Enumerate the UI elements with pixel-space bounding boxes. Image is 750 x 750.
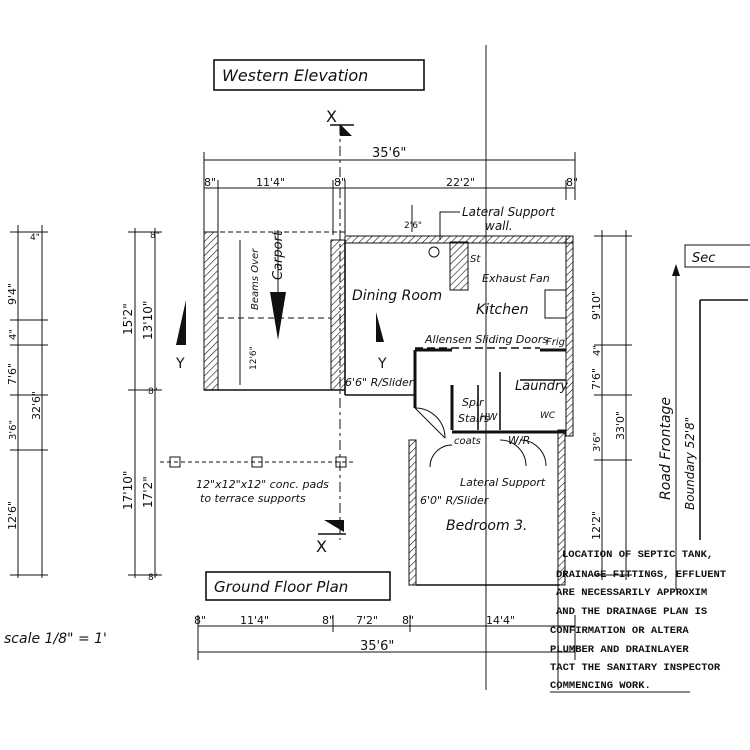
svg-text:17'10": 17'10": [121, 471, 135, 510]
svg-text:35'6": 35'6": [360, 639, 394, 654]
svg-text:8": 8": [566, 176, 578, 189]
dimension-bottom: 8" 11'4" 8" 7'2" 8" 14'4" 35'6": [194, 614, 576, 660]
svg-text:wall.: wall.: [485, 219, 513, 233]
section-marker-x-bottom: X: [316, 520, 346, 556]
svg-text:Y: Y: [377, 356, 387, 372]
svg-text:Lateral Support: Lateral Support: [462, 205, 556, 219]
svg-text:X: X: [326, 107, 337, 126]
svg-text:15'2": 15'2": [121, 303, 135, 335]
store-label: St: [470, 254, 481, 265]
lateral-support-wall-note: Lateral Support wall.: [439, 205, 556, 240]
dimension-overall-top: 35'6": [203, 146, 576, 235]
bedroom-3-label: Bedroom 3.: [446, 518, 527, 534]
septic-note-line-1: LOCATION OF SEPTIC TANK,: [562, 549, 713, 561]
svg-text:X: X: [316, 537, 327, 556]
svg-text:Y: Y: [175, 356, 185, 372]
dimension-left-near: 15'2" 13'10" 17'10" 17'2" 8" 8" 8": [121, 228, 162, 583]
scale-note: scale 1/8" = 1': [4, 631, 107, 647]
laundry-label: Laundry: [515, 379, 568, 394]
svg-text:3'6": 3'6": [8, 420, 19, 440]
septic-note-line-4: AND THE DRAINAGE PLAN IS: [556, 606, 707, 618]
house-walls: [339, 125, 574, 586]
section-arrow-y-right: Y: [376, 312, 387, 372]
western-elevation-title-box: Western Elevation: [213, 59, 425, 91]
section-marker-x-top: X: [326, 107, 354, 136]
svg-text:17'2": 17'2": [141, 476, 155, 508]
carport-label: Carport: [271, 230, 286, 280]
svg-text:8": 8": [204, 176, 216, 189]
svg-text:8": 8": [150, 231, 160, 241]
section-title-partial: Sec: [692, 251, 715, 266]
svg-text:3'6": 3'6": [592, 432, 603, 452]
svg-text:7'2": 7'2": [356, 614, 378, 627]
dimension-row-top: 8" 11'4" 8" 22'2" 8": [204, 176, 578, 235]
dimension-2-6: 2'6": [404, 205, 422, 232]
svg-text:4": 4": [8, 329, 19, 340]
section-arrow-y-left: [176, 300, 186, 345]
svg-text:13'10": 13'10": [141, 301, 155, 340]
svg-text:7'6": 7'6": [6, 363, 19, 385]
septic-note-line-7: TACT THE SANITARY INSPECTOR: [550, 662, 721, 674]
western-elevation-title: Western Elevation: [222, 66, 368, 85]
frig-label: Frig: [546, 337, 565, 348]
septic-note-line-6: PLUMBER AND DRAINLAYER: [550, 644, 689, 656]
svg-text:to terrace supports: to terrace supports: [200, 492, 306, 505]
allensen-doors-label: Allensen Sliding Doors: [424, 333, 548, 346]
svg-text:12"x12"x12" conc. pads: 12"x12"x12" conc. pads: [196, 478, 329, 491]
septic-note-line-3: ARE NECESSARILY APPROXIM: [556, 587, 707, 599]
svg-text:12'2": 12'2": [590, 511, 603, 540]
ground-floor-plan-title-box: Ground Floor Plan: [205, 571, 391, 601]
bedroom-slider-label: 6'0" R/Slider: [420, 494, 490, 507]
road-frontage-label: Road Frontage: [658, 397, 674, 500]
svg-text:35'6": 35'6": [372, 146, 406, 161]
svg-text:8": 8": [402, 614, 414, 627]
lateral-support-label: Lateral Support: [460, 476, 546, 489]
septic-note-line-2: DRAINAGE FITTINGS, EFFLUENT: [556, 569, 726, 581]
svg-text:32'6": 32'6": [30, 391, 43, 420]
beams-over-label: Beams Over: [250, 248, 261, 310]
svg-text:9'4": 9'4": [6, 283, 19, 305]
hw-label: HW: [480, 412, 499, 423]
svg-text:8": 8": [148, 387, 158, 397]
wc-label: WC: [540, 411, 556, 421]
svg-text:22'2": 22'2": [446, 176, 475, 189]
svg-text:9'10": 9'10": [590, 291, 603, 320]
boundary-label: Boundary 52'8": [683, 417, 697, 510]
svg-text:12'6": 12'6": [249, 346, 259, 370]
dining-slider-label: 6'6" R/Slider: [345, 376, 415, 389]
svg-text:11'4": 11'4": [256, 176, 285, 189]
dimension-right: 9'10" 4" 7'6" 3'6" 12'2" 33'0": [590, 230, 632, 580]
dining-room-label: Dining Room: [352, 288, 442, 304]
spiral-label: Spir: [462, 396, 485, 409]
coats-label: coats: [454, 436, 481, 447]
wr-label: W/R: [508, 434, 530, 447]
svg-text:8": 8": [322, 614, 334, 627]
dimension-left-far: 9'4" 4" 7'6" 3'6" 12'6" 32'6" 4": [6, 225, 48, 578]
carport-structure: Carport Beams Over 12'6" Y: [175, 230, 346, 391]
svg-text:14'4": 14'4": [486, 614, 515, 627]
septic-note-line-8: COMMENCING WORK.: [550, 680, 651, 692]
svg-text:7'6": 7'6": [590, 368, 603, 390]
svg-text:11'4": 11'4": [240, 614, 269, 627]
septic-note-line-5: CONFIRMATION OR ALTERA: [550, 625, 689, 637]
stairs-label: Stairs: [458, 412, 490, 425]
svg-text:12'6": 12'6": [6, 501, 19, 530]
svg-text:33'0": 33'0": [614, 411, 627, 440]
kitchen-label: Kitchen: [476, 302, 529, 318]
exhaust-fan-label: Exhaust Fan: [482, 272, 550, 285]
svg-text:8": 8": [194, 614, 206, 627]
svg-text:2'6": 2'6": [404, 221, 422, 231]
svg-text:8": 8": [148, 573, 158, 583]
svg-text:4": 4": [592, 345, 603, 356]
site-boundary: Road Frontage Boundary 52'8" Sec: [658, 244, 750, 590]
septic-note: LOCATION OF SEPTIC TANK, DRAINAGE FITTIN…: [550, 540, 726, 693]
concrete-pads: 12"x12"x12" conc. pads to terrace suppor…: [160, 456, 356, 505]
ground-floor-plan-title: Ground Floor Plan: [214, 578, 348, 596]
svg-text:4": 4": [30, 233, 40, 243]
